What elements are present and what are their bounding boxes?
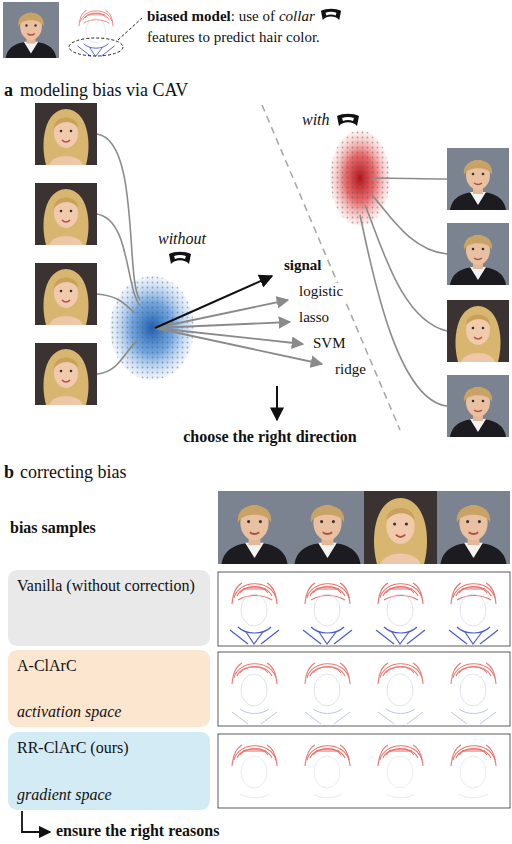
note-text: features to predict hair color. bbox=[147, 29, 320, 46]
method-panel: RR-ClArC (ours) gradient space bbox=[8, 732, 210, 810]
class-label: without bbox=[158, 230, 206, 248]
method-space: gradient space bbox=[17, 785, 201, 804]
collar-icon bbox=[320, 7, 342, 25]
method-name: RR-ClArC (ours) bbox=[17, 738, 201, 757]
panel-title: modeling bias via CAV bbox=[20, 80, 188, 101]
method-panel: A-ClArC activation space bbox=[8, 650, 210, 727]
direction-label: lasso bbox=[297, 309, 331, 326]
panel-title: correcting bias bbox=[20, 462, 126, 483]
method-name: Vanilla (without correction) bbox=[17, 576, 201, 595]
row-label: bias samples bbox=[10, 519, 96, 537]
direction-label: signal bbox=[282, 257, 324, 274]
caption-text: ensure the right reasons bbox=[56, 822, 219, 840]
panel-letter: b bbox=[4, 462, 14, 483]
note-text: : use of bbox=[231, 8, 275, 25]
method-name: A-ClArC bbox=[17, 656, 201, 675]
method-space: activation space bbox=[17, 702, 201, 721]
note-text: collar bbox=[279, 8, 315, 25]
panel-letter: a bbox=[4, 80, 13, 101]
direction-label: ridge bbox=[333, 361, 368, 378]
class-label: with bbox=[302, 111, 330, 129]
direction-label: SVM bbox=[311, 335, 348, 352]
direction-label: logistic bbox=[297, 283, 345, 300]
caption-text: choose the right direction bbox=[183, 428, 356, 446]
note-row: biased model: use ofcollar bbox=[147, 7, 342, 25]
method-panel: Vanilla (without correction) bbox=[8, 570, 210, 646]
note-heading: biased model bbox=[147, 8, 231, 25]
